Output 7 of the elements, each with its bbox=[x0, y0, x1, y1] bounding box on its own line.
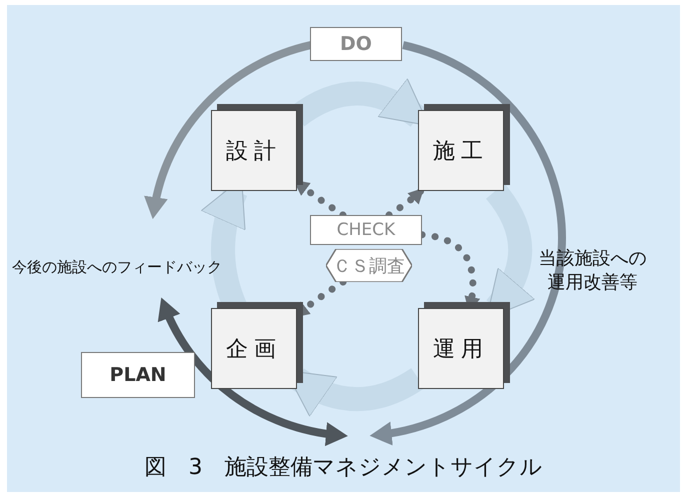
annotation-text: 当該施設への運用改善等 bbox=[538, 247, 648, 296]
label-box: DO bbox=[310, 27, 402, 61]
figure-caption: 図 3 施設整備マネジメントサイクル bbox=[144, 455, 542, 480]
label-box: CHECK bbox=[310, 215, 422, 245]
label-box: PLAN bbox=[81, 352, 195, 398]
hexagon-box: ＣＳ調査 bbox=[326, 249, 412, 282]
annotation-text: 今後の施設へのフィードバック bbox=[12, 257, 223, 278]
